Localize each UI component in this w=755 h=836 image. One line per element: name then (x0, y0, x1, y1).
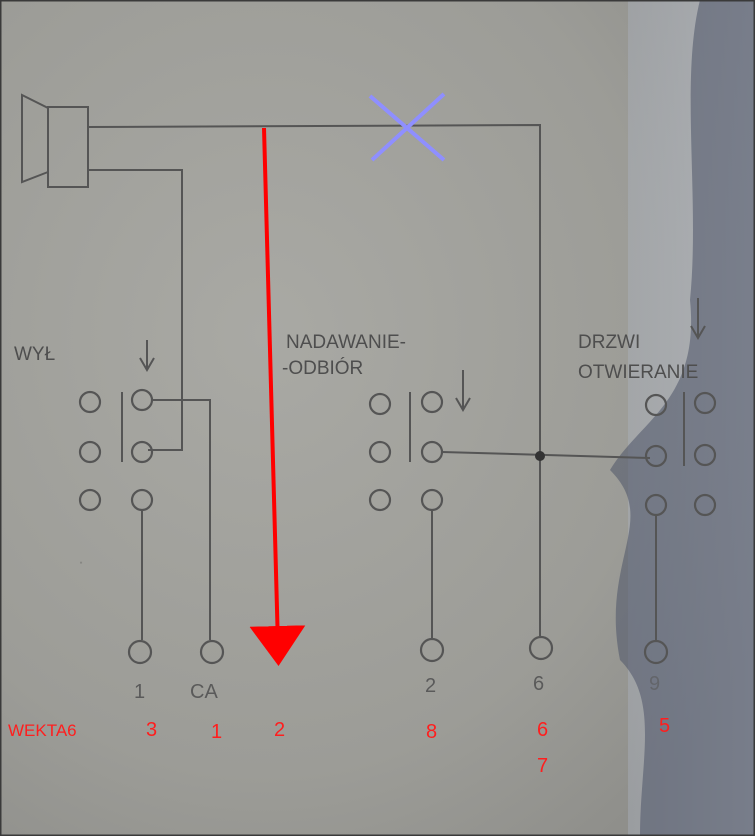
terminal-label-1: 1 (134, 681, 145, 703)
terminal-label-2: 2 (425, 675, 436, 697)
terminal-row (127, 635, 669, 665)
red-arrow (249, 127, 306, 666)
faded-vertical-text: . (75, 560, 96, 565)
speaker-to-switch-wire (88, 169, 183, 451)
switch-drzwi (644, 298, 717, 640)
label-wyl: WYŁ (14, 344, 55, 365)
junction-dot (535, 451, 545, 461)
red-label-wekta6: WEKTA6 (8, 721, 77, 740)
terminal-label-ca: CA (190, 681, 218, 703)
switch-wyl (78, 340, 211, 640)
red-number-6: 6 (537, 719, 548, 741)
blue-cross (368, 92, 446, 162)
hand-shadow (610, 0, 755, 836)
speaker-icon (21, 93, 89, 188)
red-number-8: 8 (426, 721, 437, 743)
switch-nadawanie (368, 370, 651, 640)
red-number-2: 2 (274, 719, 285, 741)
top-wire (87, 123, 541, 636)
label-nadawanie-line1: NADAWANIE- (286, 332, 406, 353)
label-drzwi-line1: DRZWI (578, 332, 640, 353)
terminal-label-9: 9 (649, 673, 660, 695)
red-number-7: 7 (537, 755, 548, 777)
terminal-label-6: 6 (533, 673, 544, 695)
label-nadawanie-line2: -ODBIÓR (282, 357, 363, 379)
red-number-1: 1 (211, 721, 222, 743)
red-number-5: 5 (659, 715, 670, 737)
label-drzwi-line2: OTWIERANIE (578, 362, 698, 383)
red-number-3: 3 (146, 719, 157, 741)
